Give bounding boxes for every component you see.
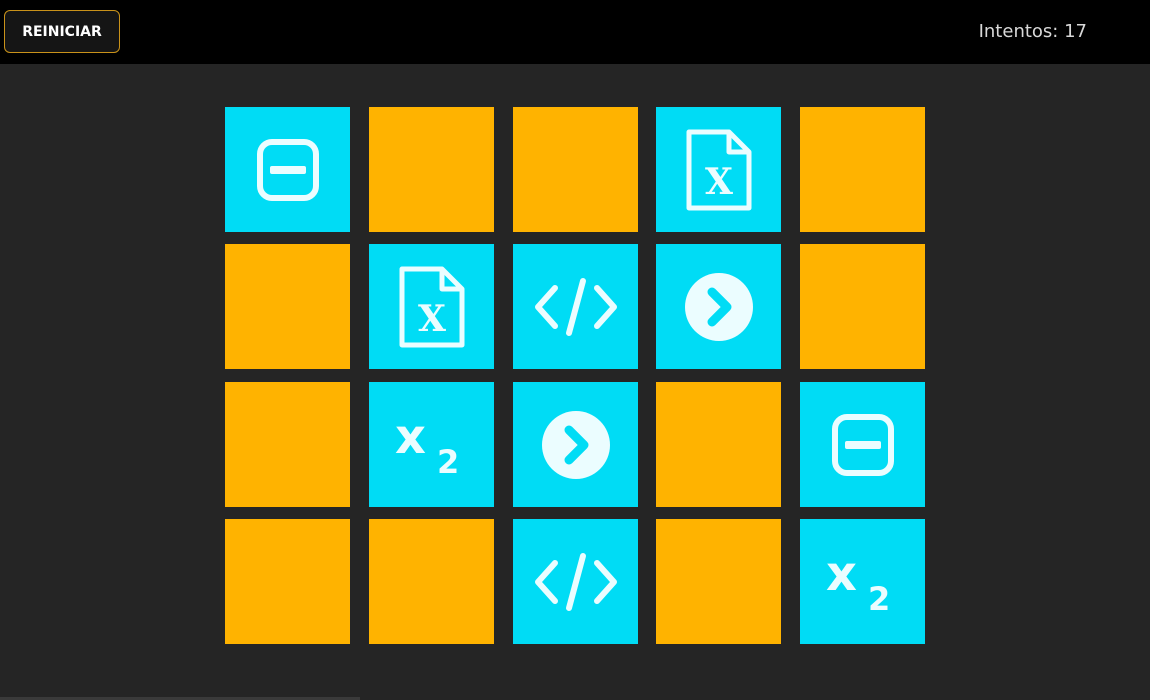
code-icon xyxy=(533,551,619,613)
top-bar: REINICIAR Intentos: 17 xyxy=(0,0,1150,64)
card-r2-c2[interactable]: X xyxy=(369,244,494,369)
minus-square-icon xyxy=(255,137,321,203)
card-r2-c5[interactable] xyxy=(800,244,925,369)
card-r3-c4[interactable] xyxy=(656,382,781,507)
card-r1-c2[interactable] xyxy=(369,107,494,232)
excel-file-icon: X xyxy=(396,265,468,349)
excel-file-icon: X xyxy=(683,128,755,212)
svg-text:2: 2 xyxy=(868,580,890,612)
card-r3-c5[interactable] xyxy=(800,382,925,507)
svg-text:X: X xyxy=(705,161,733,203)
svg-text:X: X xyxy=(418,298,446,340)
minus-square-icon xyxy=(830,412,896,478)
svg-text:x: x xyxy=(395,415,426,465)
restart-button[interactable]: REINICIAR xyxy=(4,10,120,53)
card-r4-c3[interactable] xyxy=(513,519,638,644)
card-r1-c3[interactable] xyxy=(513,107,638,232)
card-r3-c1[interactable] xyxy=(225,382,350,507)
svg-text:2: 2 xyxy=(437,443,459,475)
card-r2-c4[interactable] xyxy=(656,244,781,369)
attempts-counter: Intentos: 17 xyxy=(978,21,1087,42)
chevron-circle-right-icon xyxy=(541,410,611,480)
card-r4-c4[interactable] xyxy=(656,519,781,644)
code-icon xyxy=(533,276,619,338)
card-r2-c1[interactable] xyxy=(225,244,350,369)
card-r4-c1[interactable] xyxy=(225,519,350,644)
bottom-divider xyxy=(0,697,360,700)
card-r3-c3[interactable] xyxy=(513,382,638,507)
card-r1-c5[interactable] xyxy=(800,107,925,232)
card-r1-c1[interactable] xyxy=(225,107,350,232)
card-r4-c2[interactable] xyxy=(369,519,494,644)
chevron-circle-right-icon xyxy=(684,272,754,342)
svg-text:x: x xyxy=(826,552,857,602)
card-r2-c3[interactable] xyxy=(513,244,638,369)
card-r1-c4[interactable]: X xyxy=(656,107,781,232)
